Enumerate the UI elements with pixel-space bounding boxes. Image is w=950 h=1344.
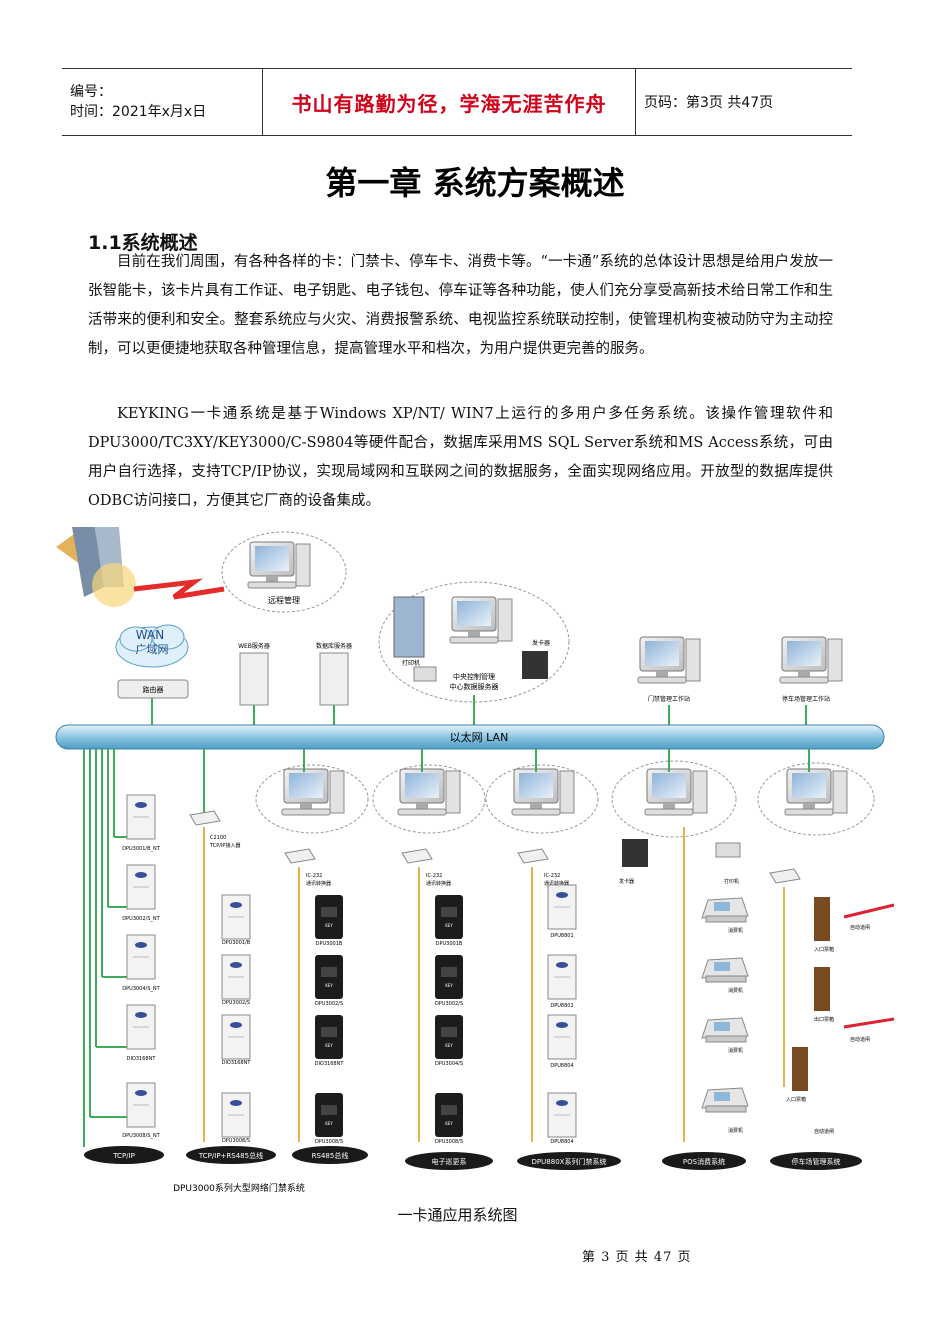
paragraph-overview: 目前在我们周围，有各种各样的卡：门禁卡、停车卡、消费卡等。“一卡通”系统的总体设… xyxy=(88,254,833,357)
web-server-label: WEB服务器 xyxy=(238,642,270,650)
col1-device-3: DPU3004/S_NT xyxy=(122,986,160,992)
center-label-1: 中央控制管理 xyxy=(453,672,495,681)
col5-ic232: IC-232 xyxy=(544,873,560,879)
wan-cn-label: 广域网 xyxy=(136,643,169,656)
patrol-column: IC-232 通讯转换器 DPU3001B DPU3002/S DPU3004/… xyxy=(372,749,486,1145)
db-server-label: 数据库服务器 xyxy=(316,642,352,650)
gate-2-label: 自动道闸 xyxy=(850,1036,870,1043)
system-diagram: KEY 远程管理 WAN 广域网 路由器 WEB服务器 数据库服务器 打 xyxy=(55,527,895,1194)
col3-device-4: DPU3008/S xyxy=(315,1139,343,1145)
col4-device-2: DPU3002/S xyxy=(435,1001,463,1007)
header-page-number: 页码：第3页 共47页 xyxy=(644,95,774,111)
printer-icon xyxy=(413,666,437,682)
system-labels: TCP/IP TCP/IP+RS485总线 RS485总线 电子巡更系 DPU8… xyxy=(84,1146,862,1170)
col4-ic232: IC-232 xyxy=(426,873,442,879)
tcpip-column: DPU3001/B_NT DPU3002/S_NT DPU3004/S_NT D… xyxy=(122,794,161,1139)
parking-station-label: 停车场管理工作站 xyxy=(782,695,830,703)
bottom-label-4: 电子巡更系 xyxy=(432,1157,467,1166)
pos-2-label: 消费机 xyxy=(728,987,743,994)
door-station-label: 门禁管理工作站 xyxy=(648,695,690,703)
series-label: DPU3000系列大型网络门禁系统 xyxy=(173,1182,305,1194)
section-title: 1.1系统概述 xyxy=(88,232,198,254)
bottom-label-3: RS485总线 xyxy=(312,1151,349,1160)
col2-device-1: DPU3001/B xyxy=(222,940,251,946)
col5-device-1: DPU8801 xyxy=(550,933,573,939)
lan-bus xyxy=(55,724,885,750)
col3-converter: 通讯转换器 xyxy=(306,880,331,887)
wan-cloud-icon xyxy=(115,624,189,668)
entry-label: 入口票箱 xyxy=(814,946,834,953)
header-meta: 编号： 时间：2021年x月x日 xyxy=(62,69,262,135)
header-motto: 书山有路勤为径，学海无涯苦作舟 xyxy=(291,91,607,116)
dpu880x-column: IC-232 通讯转换器 DPU8801 DPU8802 DPU8804 DPU… xyxy=(485,749,599,1145)
header-motto-cell: 书山有路勤为径，学海无涯苦作舟 xyxy=(262,69,636,135)
building-illustration xyxy=(56,527,136,607)
pos-1-label: 消费机 xyxy=(728,927,743,934)
col1-device-4: DIO3168NT xyxy=(127,1056,157,1062)
col2-device-3: DIO3168NT xyxy=(222,1060,252,1066)
lightning-bolt-icon xyxy=(133,578,225,600)
col3-device-1: DPU3001B xyxy=(316,941,343,947)
chapter-title: 第一章 系统方案概述 xyxy=(325,164,625,202)
tcpip-access-label: TCP/IP接入器 xyxy=(209,842,240,849)
pos-card-issuer: 发卡器 xyxy=(619,878,634,885)
col4-device-3: DPU3004/S xyxy=(435,1061,463,1067)
bottom-label-1: TCP/IP xyxy=(112,1152,135,1160)
header-number: 编号： xyxy=(70,84,112,100)
bottom-label-6: POS消费系统 xyxy=(683,1157,725,1166)
wan-label: WAN xyxy=(136,628,164,642)
col5-device-3: DPU8804 xyxy=(550,1063,573,1069)
bottom-label-5: DPU880X系列门禁系统 xyxy=(532,1157,607,1166)
printer-label: 打印机 xyxy=(402,659,420,667)
page-footer: 第 3 页 共 47 页 xyxy=(582,1250,692,1265)
pos-4-label: 消费机 xyxy=(728,1127,743,1134)
col3-device-2: DPU3002/S xyxy=(315,1001,343,1007)
bottom-label-2: TCP/IP+RS485总线 xyxy=(198,1151,263,1160)
rs485-column: IC-232 通讯转换器 DPU3001B DPU3002/S DIO3168N… xyxy=(255,749,369,1145)
exit-label: 出口票箱 xyxy=(814,1016,834,1023)
header-time: 时间：2021年x月x日 xyxy=(70,104,207,120)
col2-device-2: DPU3002/S xyxy=(222,1000,250,1006)
col5-converter: 通讯转换器 xyxy=(544,880,569,887)
c2100-label: C2100 xyxy=(210,835,226,841)
router-label: 路由器 xyxy=(143,685,164,694)
db-server-icon xyxy=(319,652,349,706)
paragraph-keyking: KEYKING一卡通系统是基于Windows XP/NT/ WIN7上运行的多用… xyxy=(88,406,833,509)
pos-3-label: 消费机 xyxy=(728,1047,743,1054)
col3-ic232: IC-232 xyxy=(306,873,322,879)
server-rack-icon xyxy=(393,596,425,658)
remote-label: 远程管理 xyxy=(268,595,300,605)
col2-device-4: DPU3008/S xyxy=(222,1138,250,1144)
page-header: 编号： 时间：2021年x月x日 书山有路勤为径，学海无涯苦作舟 页码：第3页 … xyxy=(62,68,852,136)
card-issuer-label: 发卡器 xyxy=(532,639,550,647)
col1-device-5: DPU3008/S_NT xyxy=(122,1133,160,1139)
col4-device-4: DPU3008/S xyxy=(435,1139,463,1145)
figure-caption: 一卡通应用系统图 xyxy=(397,1206,518,1224)
col1-device-1: DPU3001/B_NT xyxy=(122,846,161,852)
gate-1-label: 自动道闸 xyxy=(850,924,870,931)
col5-device-2: DPU8802 xyxy=(550,1003,573,1009)
bottom-label-7: 停车场管理系统 xyxy=(792,1157,841,1166)
col5-device-4: DPU8804 xyxy=(550,1139,573,1145)
parking-column: 入口票箱 自动道闸 出口票箱 入口票箱 自动道闸 自动道闸 xyxy=(757,749,895,1135)
lan-label: 以太网 LAN xyxy=(450,731,509,744)
pos-printer: 打印机 xyxy=(724,878,739,885)
gate-3-label: 自动道闸 xyxy=(814,1128,834,1135)
remote-pc-icon xyxy=(247,541,311,589)
web-server-icon xyxy=(239,652,269,706)
header-page-cell: 页码：第3页 共47页 xyxy=(636,69,852,135)
col4-device-1: DPU3001B xyxy=(436,941,463,947)
col4-converter: 通讯转换器 xyxy=(426,880,451,887)
pos-column: 发卡器 打印机 消费机 消费机 消费机 消费机 xyxy=(611,749,749,1142)
center-label-2: 中心数据服务器 xyxy=(450,682,499,691)
col1-device-2: DPU3002/S_NT xyxy=(122,916,160,922)
card-issuer-icon xyxy=(522,651,548,679)
col3-device-3: DIO3168NT xyxy=(315,1061,345,1067)
entry-2-label: 入口票箱 xyxy=(786,1096,806,1103)
tcpip-rs485-column: C2100 TCP/IP接入器 DPU3001/B DPU3002/S DIO3… xyxy=(189,810,252,1144)
